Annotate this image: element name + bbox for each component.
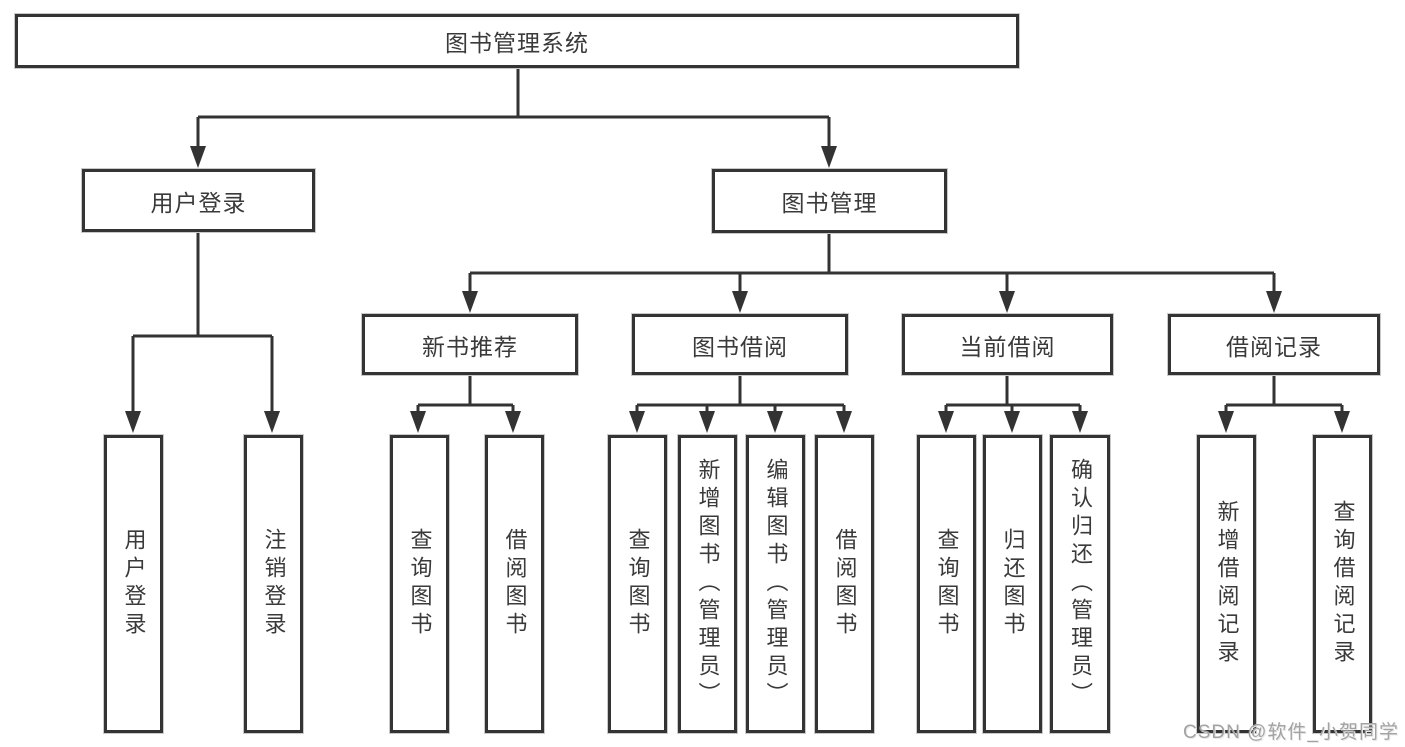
node-borrow-records: 借阅记录 (1168, 314, 1380, 375)
leaf-return-book-label: 归还图书 (1000, 528, 1026, 640)
node-current-borrow-label: 当前借阅 (959, 333, 1056, 360)
arrowheads (125, 146, 1350, 433)
arrowhead (999, 291, 1015, 313)
leaf-borrow-query-book-label: 查询图书 (625, 528, 651, 640)
leaf-borrow-book: 借阅图书 (815, 435, 874, 733)
arrowhead (699, 411, 715, 433)
arrowhead (1334, 411, 1350, 433)
node-borrow-records-label: 借阅记录 (1226, 333, 1322, 360)
arrowhead (732, 291, 748, 313)
node-root-system: 图书管理系统 (15, 14, 1019, 68)
arrowhead (264, 411, 280, 433)
node-new-book-recommend: 新书推荐 (362, 314, 578, 375)
leaf-edit-book-admin-label: 编辑图书（管理员） (763, 458, 789, 710)
arrowhead (190, 146, 206, 168)
arrowhead (938, 411, 954, 433)
arrowhead (462, 291, 478, 313)
arrowhead (1266, 291, 1282, 313)
leaf-add-borrow-record-label: 新增借阅记录 (1214, 500, 1240, 668)
leaf-current-query-book-label: 查询图书 (934, 528, 960, 640)
leaf-borrow-query-book: 查询图书 (608, 435, 667, 733)
arrowhead (836, 411, 852, 433)
node-root-label: 图书管理系统 (445, 30, 589, 56)
leaf-confirm-return-admin: 确认归还（管理员） (1050, 435, 1110, 733)
leaf-recommend-borrow-book: 借阅图书 (485, 435, 544, 733)
arrowhead (1218, 411, 1234, 433)
leaf-add-book-admin: 新增图书（管理员） (678, 435, 737, 733)
leaf-logout-label: 注销登录 (261, 528, 287, 640)
arrowhead (1004, 411, 1020, 433)
leaf-confirm-return-admin-label: 确认归还（管理员） (1068, 458, 1093, 710)
node-user-login: 用户登录 (82, 169, 315, 232)
node-user-login-label: 用户登录 (150, 189, 247, 216)
arrowhead (125, 411, 141, 433)
leaf-query-borrow-record: 查询借阅记录 (1313, 435, 1372, 733)
arrowhead (410, 411, 426, 433)
leaf-query-borrow-record-label: 查询借阅记录 (1330, 500, 1356, 668)
arrowhead (505, 411, 521, 433)
leaf-recommend-query-book: 查询图书 (390, 435, 449, 733)
leaf-add-borrow-record: 新增借阅记录 (1197, 435, 1256, 733)
leaf-current-query-book: 查询图书 (917, 435, 976, 733)
csdn-watermark: CSDN @软件_小贺同学 (1183, 722, 1399, 743)
leaf-borrow-book-label: 借阅图书 (832, 528, 858, 640)
node-book-management-label: 图书管理 (781, 190, 878, 216)
arrowhead (629, 411, 645, 433)
node-current-borrow: 当前借阅 (902, 314, 1113, 375)
arrowhead (1072, 411, 1088, 433)
leaf-logout: 注销登录 (244, 435, 303, 733)
node-book-borrow: 图书借阅 (632, 314, 848, 375)
arrowhead (767, 411, 783, 433)
node-book-management: 图书管理 (712, 169, 947, 233)
leaf-add-book-admin-label: 新增图书（管理员） (695, 458, 721, 710)
leaf-return-book: 归还图书 (983, 435, 1042, 733)
leaf-user-login: 用户登录 (104, 435, 163, 733)
leaf-recommend-borrow-book-label: 借阅图书 (502, 528, 528, 640)
leaf-user-login-label: 用户登录 (121, 528, 147, 640)
node-new-book-recommend-label: 新书推荐 (422, 333, 518, 360)
node-book-borrow-label: 图书借阅 (692, 333, 788, 360)
leaf-recommend-query-book-label: 查询图书 (407, 528, 433, 640)
leaf-edit-book-admin: 编辑图书（管理员） (746, 435, 805, 733)
arrowhead (821, 146, 837, 168)
